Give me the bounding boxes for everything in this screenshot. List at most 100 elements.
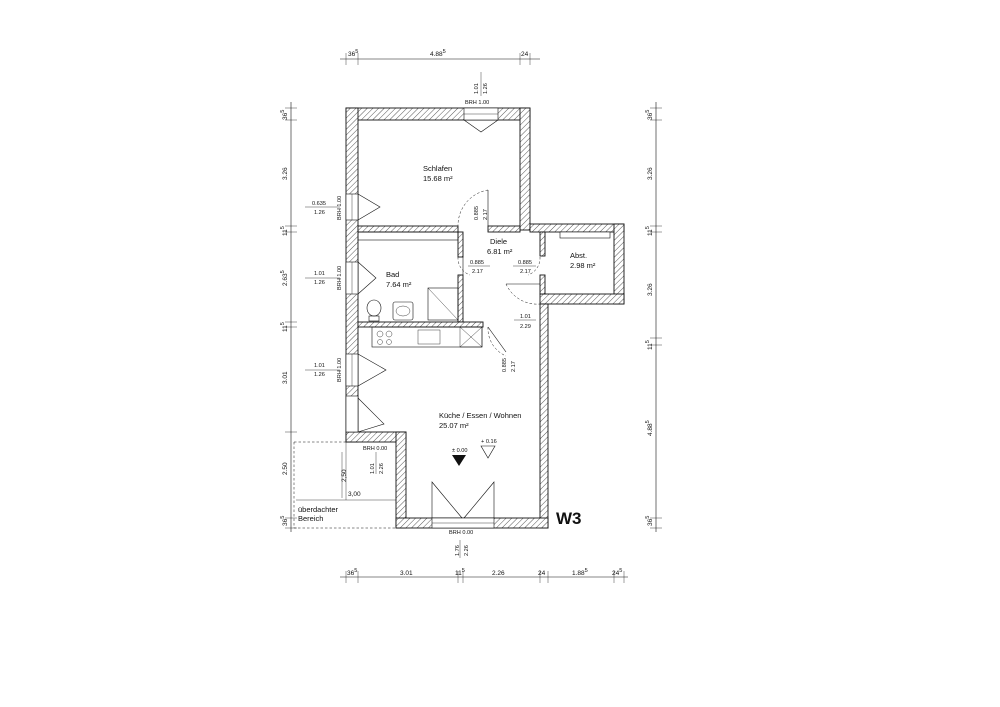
- windows: [345, 107, 611, 529]
- door-kueche-w: 0.885: [502, 358, 508, 372]
- level-floor: ± 0.00: [452, 448, 468, 454]
- door-entry-h: 2.29: [520, 324, 531, 330]
- door-bottom-h: 2.26: [464, 545, 470, 556]
- wall-terrace-side: [395, 431, 407, 529]
- door-entry-w: 1.01: [520, 314, 531, 320]
- right-dim-d: 3.26: [647, 283, 654, 296]
- room-kueche-name: Küche / Essen / Wohnen: [439, 411, 521, 420]
- right-dim-f: 4.885: [645, 420, 654, 436]
- room-schlafen-name: Schlafen: [423, 164, 452, 173]
- right-dim-a: 365: [645, 110, 654, 120]
- plan-label: W3: [556, 509, 582, 528]
- fixtures: [357, 231, 496, 466]
- room-bad-area: 7.64 m²: [386, 280, 412, 289]
- win-bad-h: 1.26: [314, 280, 325, 286]
- room-abst-area: 2.98 m²: [570, 261, 596, 270]
- level-marker-step: [480, 445, 496, 459]
- bottom-dim-d: 2.26: [492, 570, 505, 577]
- wall-abst-top: [529, 223, 625, 233]
- room-bad-name: Bad: [386, 270, 399, 279]
- room-diele-area: 6.81 m²: [487, 247, 513, 256]
- wall-schlafen-diele: [487, 225, 521, 233]
- bottom-dim-a: 365: [347, 568, 357, 577]
- win-kueche-w: 1.01: [314, 363, 325, 369]
- level-marker-floor: [452, 455, 466, 466]
- bottom-dim-f: 1.885: [572, 568, 588, 577]
- win-bad-w: 1.01: [314, 271, 325, 277]
- door-schlafen-w: 0.885: [474, 206, 480, 220]
- left-dim-a: 365: [280, 110, 289, 120]
- doors: [457, 189, 541, 357]
- shower: [427, 287, 459, 321]
- window-schlafen-swing: [357, 193, 381, 221]
- bottom-dim-c: 115: [455, 568, 465, 577]
- door-kueche-h: 2.17: [511, 361, 517, 372]
- wall-bad-diele-2: [457, 274, 464, 323]
- left-dim-c: 115: [280, 226, 289, 236]
- door-abst-w: 0.885: [518, 260, 532, 266]
- bottom-dim-g: 245: [612, 568, 622, 577]
- washbasin: [392, 301, 414, 321]
- top-dim-b: 4.885: [430, 49, 446, 58]
- top-dim-c: 24: [521, 51, 529, 58]
- toilet: [366, 299, 382, 317]
- door-bad-w: 0.885: [470, 260, 484, 266]
- wall-diele-abst-2: [539, 274, 546, 295]
- room-kueche-area: 25.07 m²: [439, 421, 469, 430]
- door-terrace-h: 2.26: [379, 463, 385, 474]
- door-bottom-w: 1.76: [455, 545, 461, 556]
- win-schlafen-w: 0.635: [312, 201, 326, 207]
- window-top-swing: [463, 119, 499, 133]
- wall-top: [345, 107, 531, 121]
- left-dim-d: 2.635: [280, 270, 289, 286]
- window-kueche-swing: [357, 353, 387, 387]
- bottom-dim-e: 24: [538, 570, 546, 577]
- kitchen-sink: [417, 329, 441, 345]
- dimension-lines: [285, 53, 662, 583]
- win-schlafen-h: 1.26: [314, 210, 325, 216]
- win-top-w: 1.01: [474, 83, 480, 94]
- wall-right-lower: [539, 303, 549, 529]
- room-schlafen-area: 15.68 m²: [423, 174, 453, 183]
- wall-schlafen-bad: [357, 225, 459, 233]
- level-step: + 0.16: [481, 439, 497, 445]
- terrace-door-swing: [357, 397, 385, 433]
- top-dim-a: 365: [348, 49, 358, 58]
- win-top-h: 1.26: [483, 83, 489, 94]
- right-dim-g: 365: [645, 516, 654, 526]
- left-dim-g: 2.50: [282, 462, 289, 475]
- wall-abst-right: [613, 223, 625, 305]
- door-bottom-brh: BRH 0.00: [449, 530, 473, 536]
- left-dim-e: 115: [280, 322, 289, 332]
- wall-bad-diele-1: [457, 231, 464, 258]
- terrace-width: 3,00: [348, 491, 361, 498]
- wall-diele-abst-1: [539, 231, 546, 257]
- window-bad-swing: [357, 261, 377, 295]
- door-abst-h: 2.17: [520, 269, 531, 275]
- bad-shelf: [357, 231, 459, 241]
- door-terrace-brh: BRH 0.00: [363, 446, 387, 452]
- covered-area-line2: Bereich: [298, 514, 323, 523]
- win-bad-brh: BRH 1.00: [337, 266, 343, 290]
- room-diele-name: Diele: [490, 237, 507, 246]
- door-terrace-w: 1.01: [370, 463, 376, 474]
- wall-right-upper: [519, 107, 531, 231]
- left-dim-b: 3.26: [282, 167, 289, 180]
- right-dim-e: 115: [645, 340, 654, 350]
- left-dim-f: 3.01: [282, 371, 289, 384]
- win-kueche-brh: BRH 1.00: [337, 358, 343, 382]
- walls: [345, 107, 625, 529]
- door-bad-h: 2.17: [472, 269, 483, 275]
- terrace-depth: 2,50: [341, 469, 348, 482]
- win-top-brh: BRH 1.00: [465, 100, 489, 106]
- wall-abst-bottom: [539, 293, 625, 305]
- right-dim-c: 115: [645, 226, 654, 236]
- bottom-dim-b: 3.01: [400, 570, 413, 577]
- room-abst-name: Abst.: [570, 251, 587, 260]
- double-door-swing: [431, 481, 495, 519]
- left-dim-h: 365: [280, 516, 289, 526]
- wall-bad-kueche: [357, 321, 484, 328]
- covered-area-line1: überdachter: [298, 505, 339, 514]
- door-schlafen-h: 2.17: [483, 209, 489, 220]
